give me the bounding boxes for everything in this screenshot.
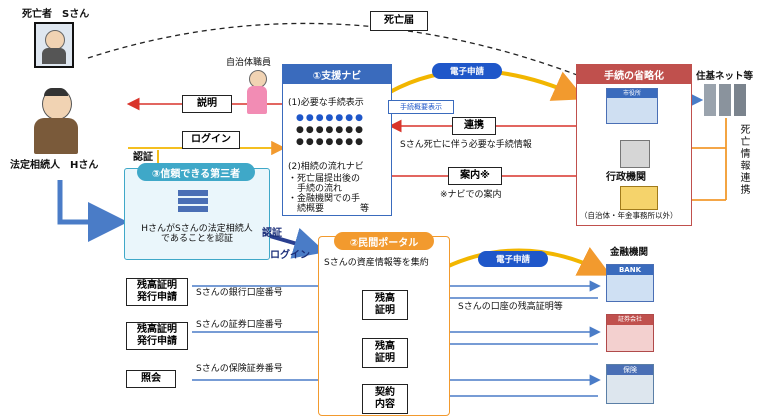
balance-cert-caption: Sさんの口座の残高証明等 bbox=[458, 302, 563, 312]
staff-figure bbox=[244, 70, 270, 116]
keiyaku-box: 契約 内容 bbox=[362, 384, 408, 414]
admin-building bbox=[620, 140, 650, 168]
zandaka-box-1: 残高 証明 bbox=[362, 290, 408, 320]
annai-box: 案内※ bbox=[448, 167, 502, 185]
insurance-sign: 保険 bbox=[607, 365, 653, 375]
death-notice-label: 死亡届 bbox=[370, 11, 428, 31]
support-navi-panel bbox=[282, 64, 392, 216]
heir-to-trusted-arrow bbox=[57, 180, 128, 242]
deceased-portrait bbox=[34, 22, 74, 68]
request-caption-1: Sさんの銀行口座番号 bbox=[196, 288, 283, 298]
heir-figure bbox=[32, 88, 82, 154]
bank-sign: BANK bbox=[607, 265, 653, 275]
city-hall-sign: 市役所 bbox=[607, 89, 657, 98]
insurance-building: 保険 bbox=[606, 364, 654, 404]
login-box: ログイン bbox=[182, 131, 240, 149]
renkei-box: 連携 bbox=[452, 117, 496, 135]
simplification-title: 手続の省略化 bbox=[576, 64, 692, 84]
request-caption-2: Sさんの証券口座番号 bbox=[196, 320, 283, 330]
support-navi-title: ①支援ナビ bbox=[282, 64, 392, 84]
navi-bullet-1: ・死亡届提出後の bbox=[288, 174, 361, 184]
securities-building: 証券会社 bbox=[606, 314, 654, 352]
navi-note-caption: ※ナビでの案内 bbox=[440, 190, 502, 200]
heir-label: 法定相続人 Hさん bbox=[10, 160, 99, 171]
e-application-pill-top: 電子申請 bbox=[432, 63, 502, 79]
tooltip-box: 手続概要表示 bbox=[388, 100, 454, 114]
navi-item2: (2)相続の流れナビ bbox=[288, 162, 364, 172]
securities-sign: 証券会社 bbox=[607, 315, 653, 325]
admin-label: 行政機関 bbox=[606, 172, 646, 183]
private-portal-panel bbox=[318, 236, 450, 416]
necessary-info-caption: Sさん死亡に伴う必要な手続情報 bbox=[400, 140, 532, 150]
bank-building: BANK bbox=[606, 264, 654, 302]
trusted-title: ③信頼できる第三者 bbox=[137, 163, 255, 181]
deceased-label: 死亡者 Sさん bbox=[22, 9, 90, 20]
navi-item1: (1)必要な手続表示 bbox=[288, 98, 364, 108]
request-caption-3: Sさんの保険証券番号 bbox=[196, 364, 283, 374]
jyuki-server-icon bbox=[704, 84, 746, 116]
server-icon bbox=[178, 190, 208, 216]
request-button-1: 残高証明 発行申請 bbox=[126, 278, 188, 306]
city-hall-building: 市役所 bbox=[606, 88, 658, 124]
request-button-2: 残高証明 発行申請 bbox=[126, 322, 188, 350]
e-app-arc-bottom bbox=[439, 246, 612, 276]
portal-auth-line2: ログイン bbox=[270, 250, 310, 261]
navi-bullet-3: ・金融機関での手 bbox=[288, 194, 361, 204]
admin-building-2 bbox=[620, 186, 658, 210]
explain-box: 説明 bbox=[182, 95, 232, 113]
trusted-desc: HさんがSさんの法定相続人 であることを認証 bbox=[141, 224, 253, 245]
admin-note: （自治体・年金事務所以外） bbox=[580, 211, 678, 220]
portal-auth-line1: 認証 bbox=[262, 228, 282, 239]
private-portal-title: ②民間ポータル bbox=[334, 232, 434, 250]
death-notice-arc bbox=[87, 22, 588, 81]
auth-label: 認証 bbox=[133, 152, 153, 163]
jyuki-net-label: 住基ネット等 bbox=[696, 71, 754, 82]
trusted-third-party-panel bbox=[124, 168, 270, 260]
financial-label: 金融機関 bbox=[610, 247, 649, 258]
navi-bullet-4: 続概要 等 bbox=[288, 204, 370, 214]
staff-label: 自治体職員 bbox=[226, 58, 272, 68]
navi-dots: ●●●●●●● ●●●●●●● ●●●●●●● bbox=[296, 113, 365, 147]
zandaka-box-2: 残高 証明 bbox=[362, 338, 408, 368]
e-application-pill-bottom: 電子申請 bbox=[478, 251, 548, 267]
private-portal-desc: Sさんの資産情報等を集約 bbox=[324, 258, 429, 268]
request-button-3: 照会 bbox=[126, 370, 176, 388]
death-info-vertical-text: 死亡情報連携 bbox=[738, 124, 749, 196]
navi-bullet-2: 手続の流れ bbox=[288, 184, 343, 194]
